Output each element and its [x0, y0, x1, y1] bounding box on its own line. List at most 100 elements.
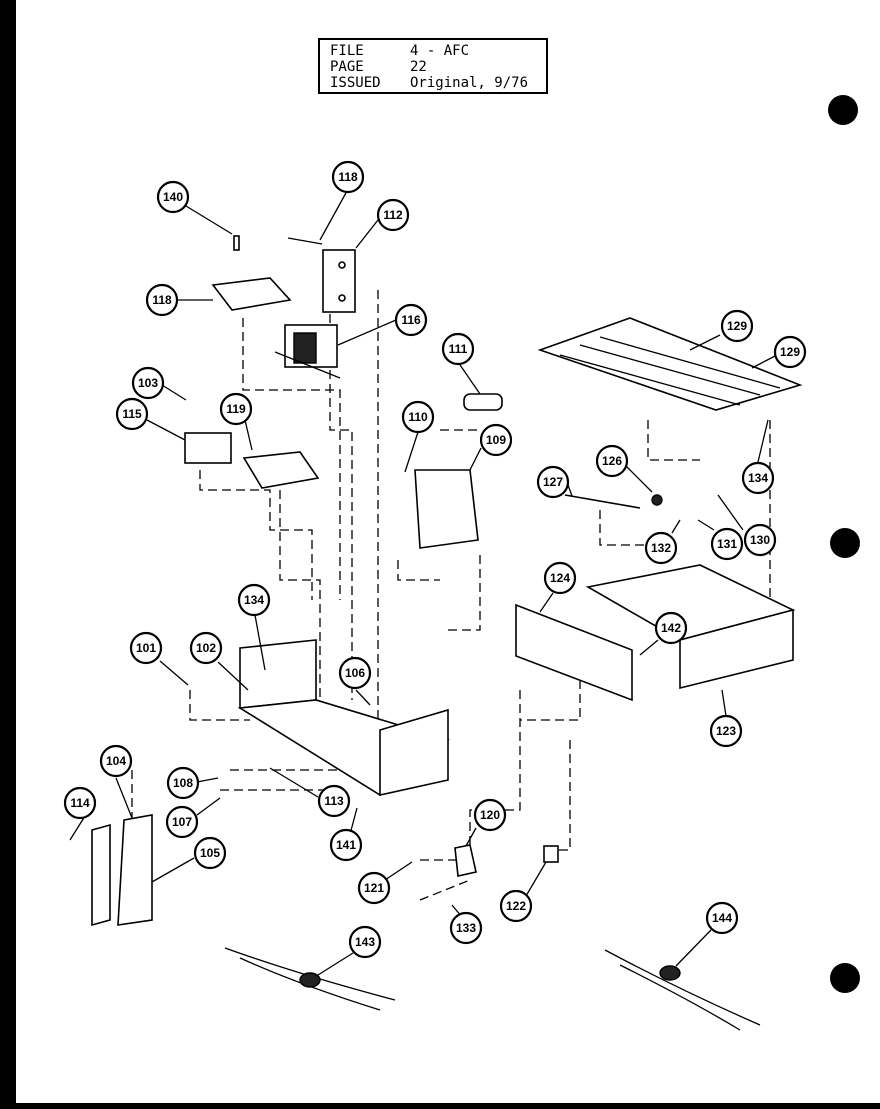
callout-140: 140 [156, 180, 190, 214]
callout-132: 132 [644, 531, 678, 565]
terminal-board-119 [242, 451, 320, 489]
callout-143: 143 [348, 925, 382, 959]
callout-119-label: 119 [226, 402, 246, 416]
callout-103-label: 103 [138, 376, 158, 390]
file-value: 4 - AFC [410, 43, 470, 59]
callout-111: 111 [441, 332, 475, 366]
callout-113-label: 113 [324, 794, 344, 808]
callout-131: 131 [710, 527, 744, 561]
callout-133: 133 [449, 911, 483, 945]
callout-141-label: 141 [336, 838, 356, 852]
page-row: PAGE 22 [330, 59, 538, 75]
callout-127-label: 127 [543, 475, 563, 489]
assembly-guide-lines [131, 290, 771, 901]
cable-144-b [619, 964, 741, 1031]
bushing-126 [651, 494, 663, 506]
callout-118-upper: 118 [331, 160, 365, 194]
callout-108: 108 [166, 766, 200, 800]
file-row: FILE 4 - AFC [330, 43, 538, 59]
callout-107: 107 [165, 805, 199, 839]
callout-111-label: 111 [449, 342, 468, 356]
callout-127: 127 [536, 465, 570, 499]
parts-line-art [91, 235, 803, 1031]
callout-134-right: 134 [741, 461, 775, 495]
callout-144: 144 [705, 901, 739, 935]
callout-116-label: 116 [401, 313, 421, 327]
callout-141: 141 [329, 828, 363, 862]
callout-109-label: 109 [486, 433, 506, 447]
issued-label: ISSUED [330, 75, 381, 91]
callout-118-upper-label: 118 [338, 170, 358, 184]
callout-104: 104 [99, 744, 133, 778]
bushing-122 [543, 845, 559, 863]
callout-130: 130 [743, 523, 777, 557]
bracket-hole-bottom [338, 294, 346, 302]
callout-109: 109 [479, 423, 513, 457]
callout-129-lower-label: 129 [780, 345, 800, 359]
page-label: PAGE [330, 59, 364, 75]
callout-112-label: 112 [383, 208, 403, 222]
page-value: 22 [410, 59, 427, 75]
callout-103: 103 [131, 366, 165, 400]
bracket-109 [414, 469, 479, 549]
callout-121: 121 [357, 871, 391, 905]
callout-121-label: 121 [364, 881, 384, 895]
callout-129-lower: 129 [773, 335, 807, 369]
callout-114-label: 114 [70, 796, 90, 810]
file-label: FILE [330, 43, 364, 59]
callout-134-right-label: 134 [748, 471, 768, 485]
screw-140 [233, 235, 240, 251]
cable-tie-144 [659, 965, 681, 981]
callout-142: 142 [654, 611, 688, 645]
callout-112: 112 [376, 198, 410, 232]
callout-131-label: 131 [717, 537, 737, 551]
callout-140-label: 140 [163, 190, 183, 204]
callout-114: 114 [63, 786, 97, 820]
transformer-base [274, 351, 341, 379]
callout-107-label: 107 [172, 815, 192, 829]
callout-104-label: 104 [106, 754, 126, 768]
terminal-strip-104 [91, 823, 111, 927]
callout-123-label: 123 [716, 724, 736, 738]
callout-105-label: 105 [200, 846, 220, 860]
scan-bottom-border [0, 1103, 880, 1109]
callout-124: 124 [543, 561, 577, 595]
callout-115-label: 115 [122, 407, 142, 421]
callout-108-label: 108 [173, 776, 193, 790]
bracket-hole-top [338, 261, 346, 269]
callout-126: 126 [595, 444, 629, 478]
issued-value: Original, 9/76 [410, 75, 529, 91]
callout-134-left-label: 134 [244, 593, 264, 607]
callout-142-label: 142 [661, 621, 681, 635]
callout-101-label: 101 [136, 641, 156, 655]
callout-105: 105 [193, 836, 227, 870]
callout-129-upper-label: 129 [727, 319, 747, 333]
housing-123-front [679, 608, 794, 690]
callout-130-label: 130 [750, 533, 770, 547]
callout-113: 113 [317, 784, 351, 818]
callout-119: 119 [219, 392, 253, 426]
callout-143-label: 143 [355, 935, 375, 949]
punch-hole-bottom [830, 963, 860, 993]
file-info-box: FILE 4 - AFC PAGE 22 ISSUED Original, 9/… [318, 38, 548, 94]
bolt-118 [287, 237, 323, 245]
callout-144-label: 144 [712, 911, 732, 925]
callout-133-label: 133 [456, 921, 476, 935]
switch-120 [454, 844, 477, 877]
callout-115: 115 [115, 397, 149, 431]
callout-124-label: 124 [550, 571, 570, 585]
terminal-board-top [211, 277, 292, 311]
callout-101: 101 [129, 631, 163, 665]
heater-rod-127 [564, 494, 641, 509]
fuse-111 [463, 393, 503, 411]
scan-left-border [0, 0, 16, 1109]
heater-element-assembly [537, 317, 803, 411]
heater-element-line-1 [559, 354, 741, 406]
callout-102-label: 102 [196, 641, 216, 655]
punch-hole-middle [830, 528, 860, 558]
callout-120: 120 [473, 798, 507, 832]
transformer-coil [293, 332, 317, 364]
callout-122: 122 [499, 889, 533, 923]
callout-110-label: 110 [408, 410, 428, 424]
